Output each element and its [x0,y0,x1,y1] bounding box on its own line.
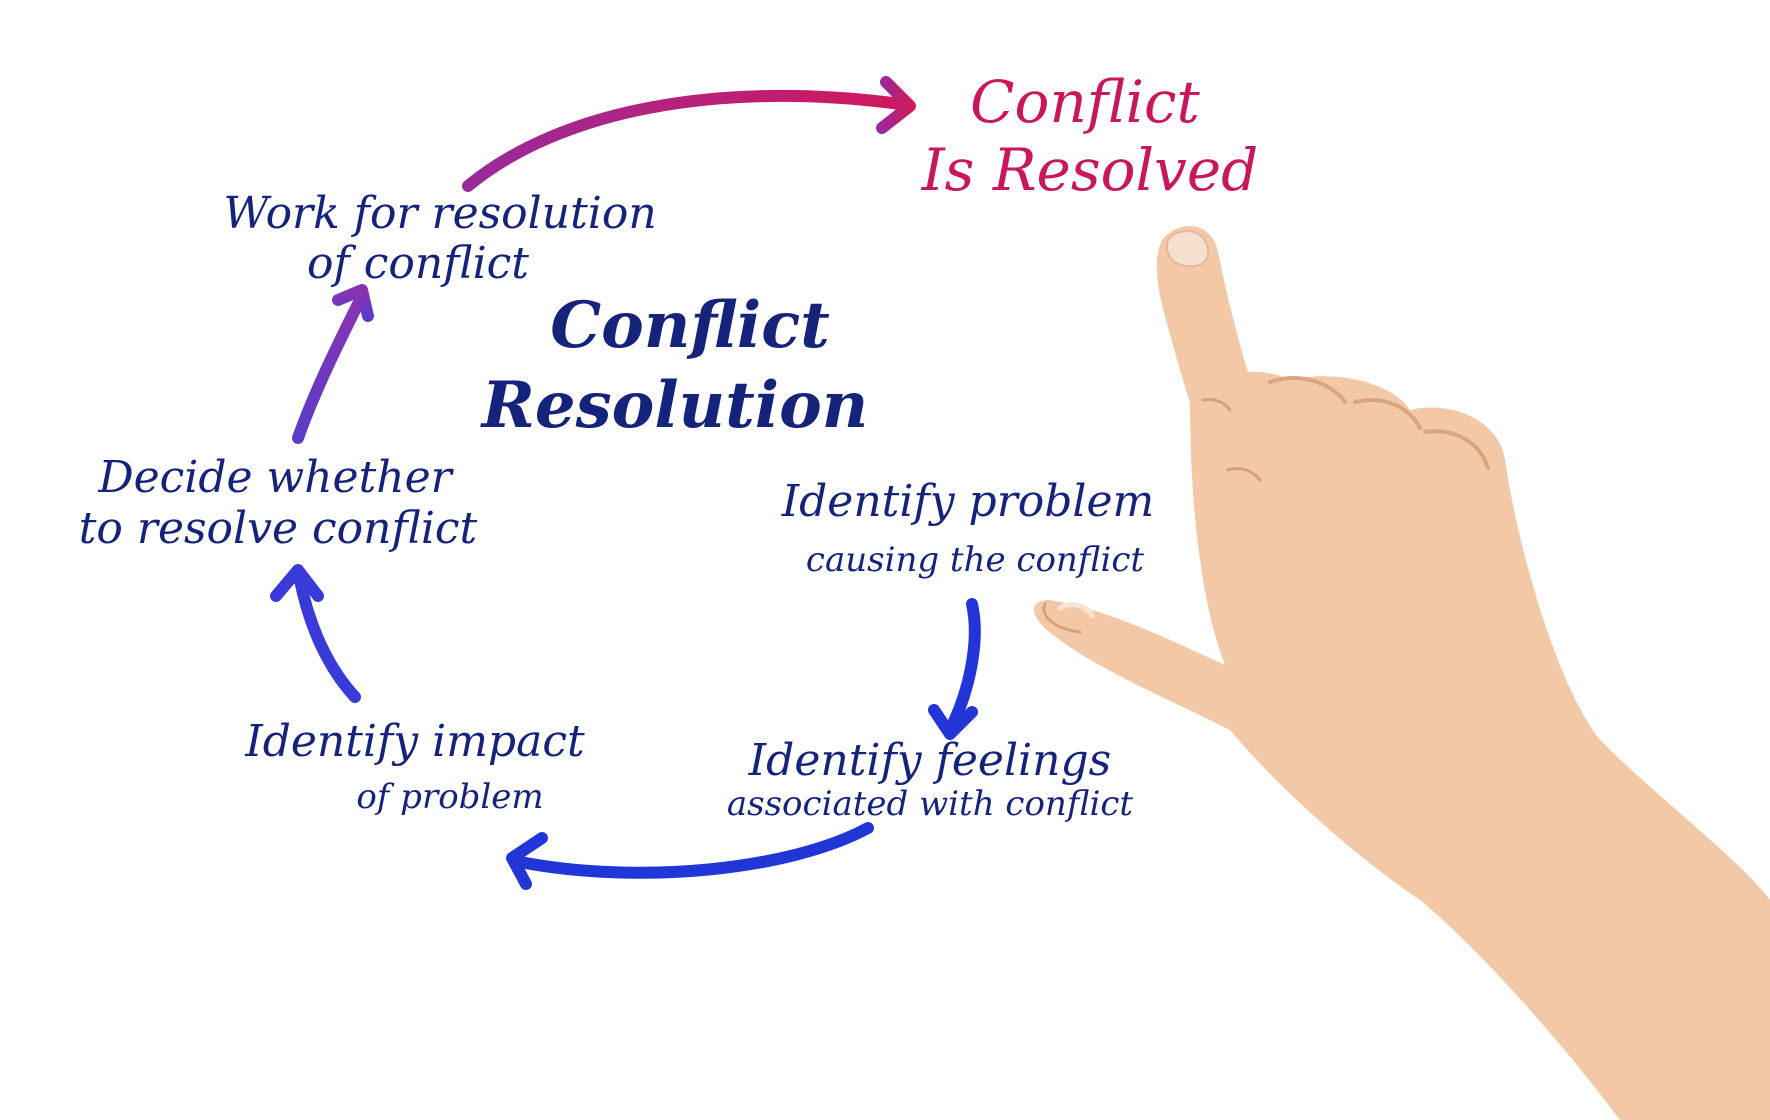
diagram-title-line2: Resolution [480,368,869,443]
fingernail [1166,230,1210,268]
step-identify-problem: Identify problem causing the conflict [781,476,1155,580]
goal-label-line2: Is Resolved [921,136,1259,204]
step-work-for-resolution-line1: Work for resolution [223,188,656,239]
step-identify-problem-line2: causing the conflict [806,540,1144,580]
step-identify-impact: Identify impact of problem [244,716,585,817]
step-decide-whether: Decide whether to resolve conflict [79,452,478,554]
diagram-title-line1: Conflict [550,288,830,363]
step-decide-whether-line2: to resolve conflict [79,503,478,554]
step-identify-feelings: Identify feelings associated with confli… [727,735,1134,824]
step-work-for-resolution-line2: of conflict [307,238,529,289]
arrow-feelings-to-impact [506,822,874,890]
step-identify-problem-line1: Identify problem [781,476,1155,527]
step-decide-whether-line1: Decide whether [97,452,454,503]
arrow-impact-to-decide [270,564,361,703]
goal-label-line1: Conflict [970,68,1200,136]
step-work-for-resolution: Work for resolution of conflict [223,188,656,289]
step-identify-feelings-line1: Identify feelings [748,735,1111,786]
step-identify-impact-line2: of problem [356,777,543,817]
arrow-work-to-resolved [462,76,916,192]
step-identify-impact-line1: Identify impact [244,716,585,767]
arrow-problem-to-feelings [928,598,981,740]
step-identify-feelings-line2: associated with conflict [727,784,1134,824]
pointing-hand-illustration [1034,226,1770,1120]
arrow-decide-to-work [292,284,374,444]
